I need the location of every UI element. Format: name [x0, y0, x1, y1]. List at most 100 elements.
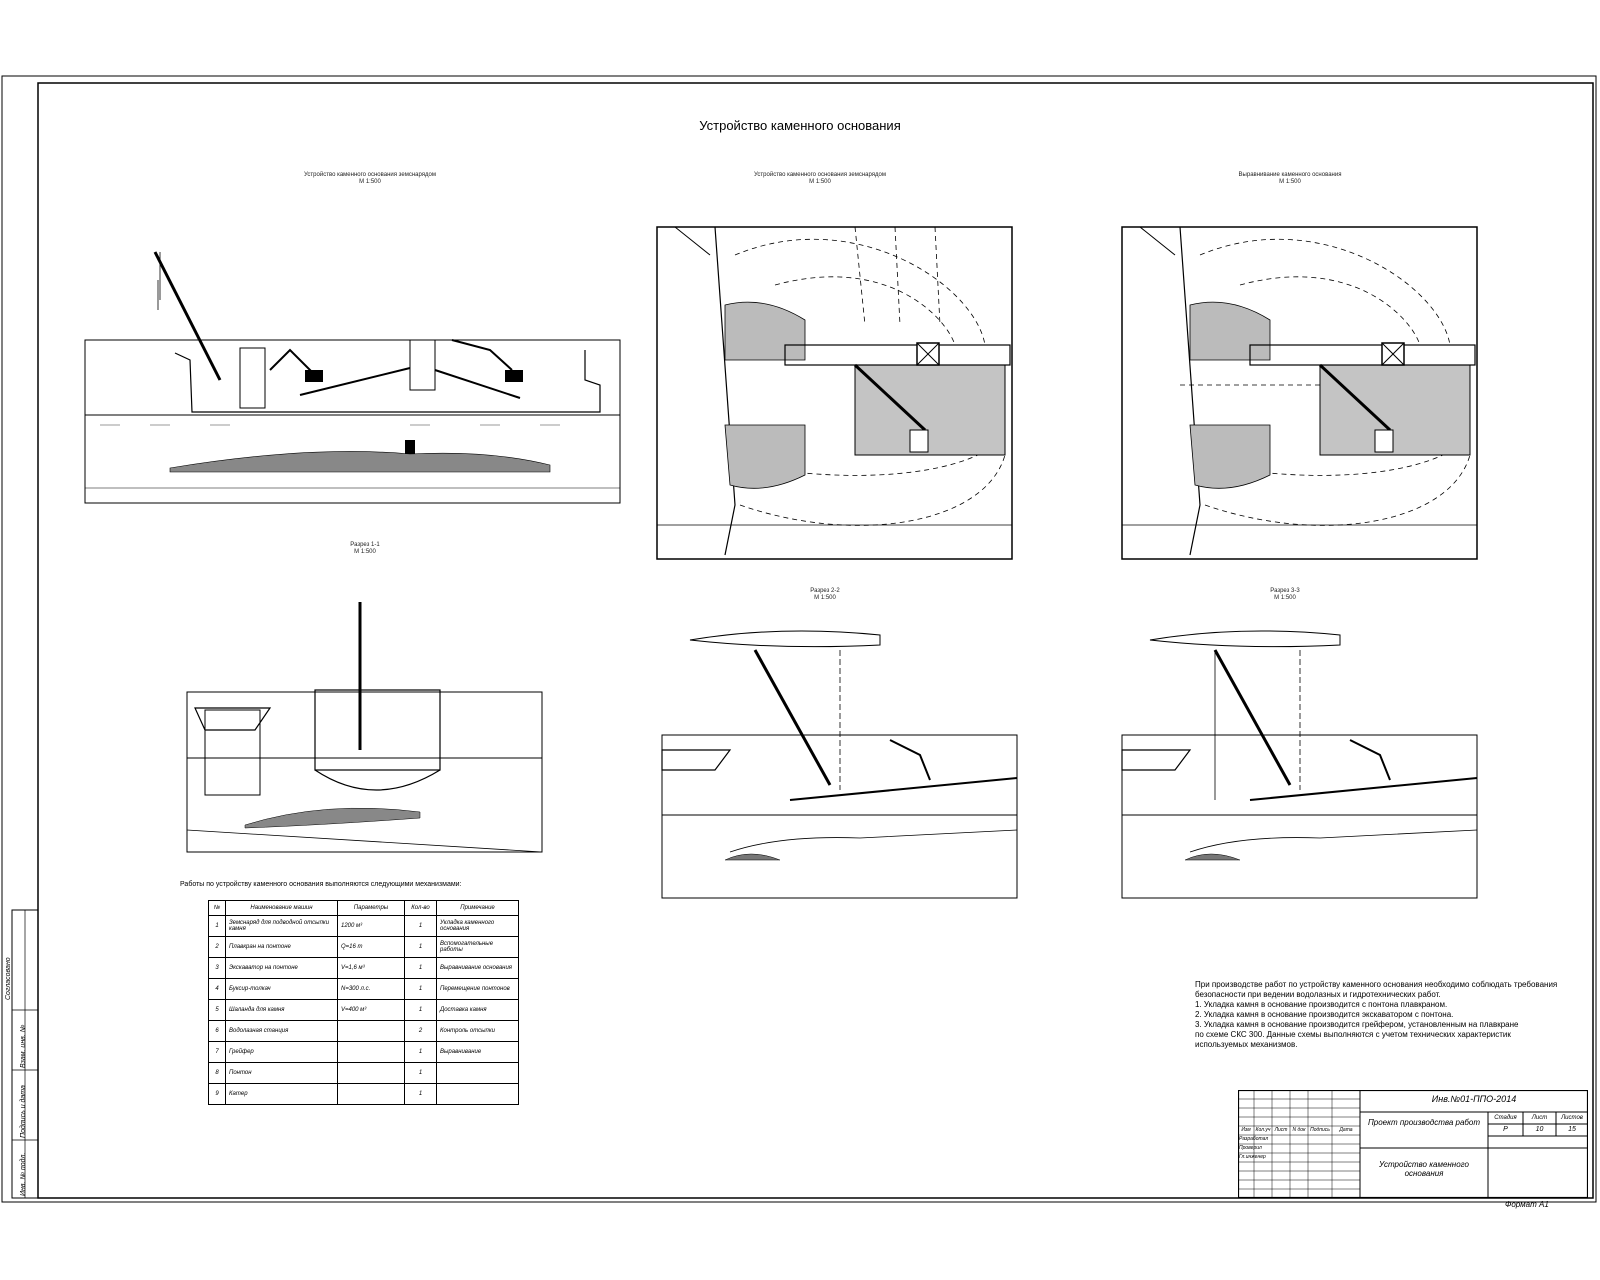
- table-cell: Укладка каменного основания: [436, 915, 519, 937]
- table-cell: 1: [404, 915, 437, 937]
- side-label: Инв. № подл.: [20, 1152, 27, 1196]
- col-header: Лист: [1274, 1127, 1288, 1133]
- table-cell: Буксир-толкач: [225, 978, 338, 1000]
- table-cell: 1: [404, 1041, 437, 1063]
- table-cell: [436, 1062, 519, 1084]
- table-cell: [436, 1083, 519, 1105]
- view3-plan: [1121, 226, 1478, 560]
- table-cell: [337, 1041, 405, 1063]
- table-cell: 3: [208, 957, 226, 979]
- stage-label: Стадия: [1494, 1115, 1517, 1121]
- table-cell: Грейфер: [225, 1041, 338, 1063]
- sheet-value: 10: [1535, 1126, 1544, 1133]
- table-cell: Выравнивание: [436, 1041, 519, 1063]
- view3-caption: Выравнивание каменного основания М 1:500: [1238, 172, 1342, 185]
- table-cell: 1200 м³: [337, 915, 405, 937]
- view2-caption: Устройство каменного основания земснаряд…: [754, 172, 886, 185]
- note-line: используемых механизмов.: [1195, 1040, 1298, 1049]
- col-count: Кол-во: [404, 900, 437, 916]
- view2-plan: [656, 226, 1013, 560]
- role-label: Гл.инженер: [1239, 1154, 1266, 1160]
- section33-drawing: [1121, 630, 1478, 899]
- table-cell: 6: [208, 1020, 226, 1042]
- table-cell: 8: [208, 1062, 226, 1084]
- sheets-value: 15: [1568, 1126, 1576, 1133]
- table-cell: 1: [404, 1083, 437, 1105]
- table-cell: 4: [208, 978, 226, 1000]
- table-cell: 9: [208, 1083, 226, 1105]
- side-label: Согласовано: [5, 957, 12, 1000]
- table-cell: Плавкран на понтоне: [225, 936, 338, 958]
- notes-block: При производстве работ по устройству кам…: [1195, 980, 1575, 1050]
- side-label: Взам. инв. №: [20, 1024, 27, 1068]
- title-block: Инв.№01-ППО-2014 Изм Кол.уч Лист N док П…: [1238, 1090, 1588, 1198]
- note-line: 1. Укладка камня в основание производитс…: [1195, 1000, 1448, 1009]
- col-params: Параметры: [337, 900, 405, 916]
- view1-caption: Устройство каменного основания земснаряд…: [304, 172, 436, 185]
- stage-value: Р: [1503, 1126, 1508, 1133]
- project-name: Проект производства работ: [1367, 1118, 1481, 1127]
- table-cell: [337, 1020, 405, 1042]
- table-cell: Шаланда для камня: [225, 999, 338, 1021]
- table-cell: Понтон: [225, 1062, 338, 1084]
- note-line: 2. Укладка камня в основание производитс…: [1195, 1010, 1454, 1019]
- table-cell: 2: [208, 936, 226, 958]
- doc-code: Инв.№01-ППО-2014: [1431, 1094, 1517, 1104]
- table-cell: 1: [404, 978, 437, 1000]
- table-heading: Работы по устройству каменного основания…: [180, 881, 462, 888]
- role-label: Разработал: [1239, 1136, 1269, 1142]
- table-cell: Выравнивание основания: [436, 957, 519, 979]
- table-cell: Водолазная станция: [225, 1020, 338, 1042]
- col-header: Изм: [1241, 1127, 1251, 1133]
- table-header-row: № Наименование машин Параметры Кол-во Пр…: [208, 900, 519, 916]
- table-cell: Земснаряд для подводной отсыпки камня: [225, 915, 338, 937]
- section22-drawing: [661, 630, 1018, 899]
- table-cell: 2: [404, 1020, 437, 1042]
- section11-caption: Разрез 1-1 М 1:500: [350, 542, 380, 555]
- table-cell: Катер: [225, 1083, 338, 1105]
- table-cell: Экскаватор на понтоне: [225, 957, 338, 979]
- table-cell: 1: [404, 936, 437, 958]
- section11-drawing: [186, 602, 543, 853]
- table-cell: Вспомогательные работы: [436, 936, 519, 958]
- col-header: Дата: [1339, 1127, 1353, 1133]
- sheets-label: Листов: [1561, 1115, 1583, 1121]
- note-line: 3. Укладка камня в основание производитс…: [1195, 1020, 1519, 1029]
- table-cell: 7: [208, 1041, 226, 1063]
- col-header: Подпись: [1310, 1127, 1330, 1133]
- role-label: Проверил: [1239, 1145, 1262, 1151]
- table-cell: Q=16 т: [337, 936, 405, 958]
- note-line: При производстве работ по устройству кам…: [1195, 980, 1558, 989]
- sheet-label: Лист: [1531, 1115, 1548, 1121]
- col-note: Примечание: [436, 900, 519, 916]
- table-cell: [337, 1083, 405, 1105]
- table-cell: 1: [404, 957, 437, 979]
- table-cell: Доставка камня: [436, 999, 519, 1021]
- sheet-format: Формат А1: [1505, 1200, 1549, 1209]
- table-cell: N=300 л.с.: [337, 978, 405, 1000]
- section22-caption: Разрез 2-2 М 1:500: [810, 588, 840, 601]
- col-header: Кол.уч: [1255, 1127, 1271, 1133]
- sheet-title: Устройство каменного основания: [699, 118, 901, 133]
- col-header: N док: [1292, 1127, 1306, 1133]
- table-cell: V=400 м³: [337, 999, 405, 1021]
- table-cell: 1: [208, 915, 226, 937]
- table-cell: V=1,6 м³: [337, 957, 405, 979]
- equipment-table: № Наименование машин Параметры Кол-во Пр…: [208, 900, 519, 1105]
- table-cell: [337, 1062, 405, 1084]
- table-cell: 1: [404, 1062, 437, 1084]
- sheet-name: Устройство каменного основания: [1379, 1160, 1469, 1178]
- section33-caption: Разрез 3-3 М 1:500: [1270, 588, 1300, 601]
- table-cell: 1: [404, 999, 437, 1021]
- side-label: Подпись и дата: [20, 1085, 27, 1138]
